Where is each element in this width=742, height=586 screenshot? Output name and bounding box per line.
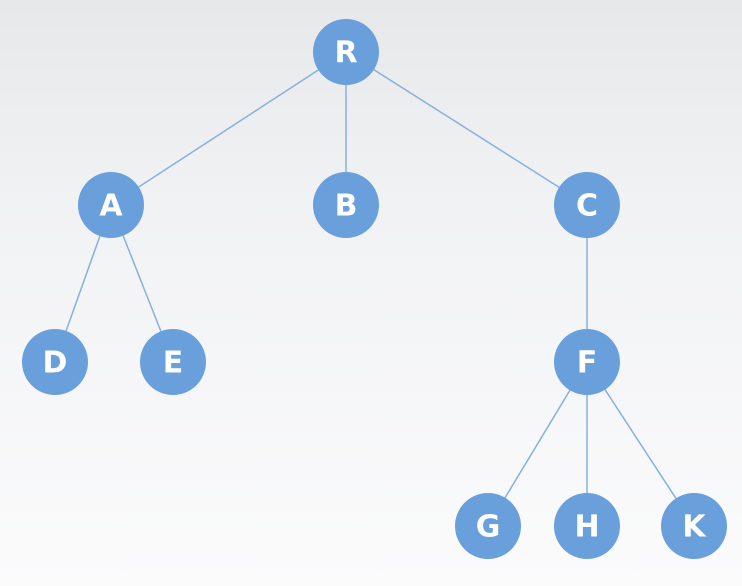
node-e: E bbox=[140, 329, 206, 395]
node-circle-a bbox=[78, 172, 144, 238]
node-f: F bbox=[554, 329, 620, 395]
node-label-d: D bbox=[43, 346, 68, 381]
node-circle-f bbox=[554, 329, 620, 395]
node-circle-e bbox=[140, 329, 206, 395]
node-label-k: K bbox=[682, 510, 707, 545]
node-label-b: B bbox=[335, 189, 358, 224]
node-d: D bbox=[22, 329, 88, 395]
node-circle-r bbox=[313, 19, 379, 85]
node-c: C bbox=[554, 172, 620, 238]
node-circle-k bbox=[661, 493, 727, 559]
node-label-g: G bbox=[476, 510, 501, 545]
edge-r-a bbox=[110, 51, 347, 206]
node-label-r: R bbox=[334, 36, 357, 71]
node-label-h: H bbox=[574, 510, 599, 545]
node-label-e: E bbox=[163, 346, 184, 381]
edge-r-c bbox=[345, 51, 588, 206]
node-circle-b bbox=[313, 172, 379, 238]
node-h: H bbox=[554, 493, 620, 559]
node-b: B bbox=[313, 172, 379, 238]
node-circle-d bbox=[22, 329, 88, 395]
node-label-c: C bbox=[576, 189, 598, 224]
tree-nodes: R A B C D E F G H K bbox=[22, 19, 727, 559]
node-a: A bbox=[78, 172, 144, 238]
node-label-a: A bbox=[99, 189, 123, 224]
node-g: G bbox=[455, 493, 521, 559]
node-k: K bbox=[661, 493, 727, 559]
tree-edges bbox=[54, 51, 695, 527]
node-circle-c bbox=[554, 172, 620, 238]
node-circle-h bbox=[554, 493, 620, 559]
node-r: R bbox=[313, 19, 379, 85]
node-label-f: F bbox=[577, 346, 598, 381]
node-circle-g bbox=[455, 493, 521, 559]
